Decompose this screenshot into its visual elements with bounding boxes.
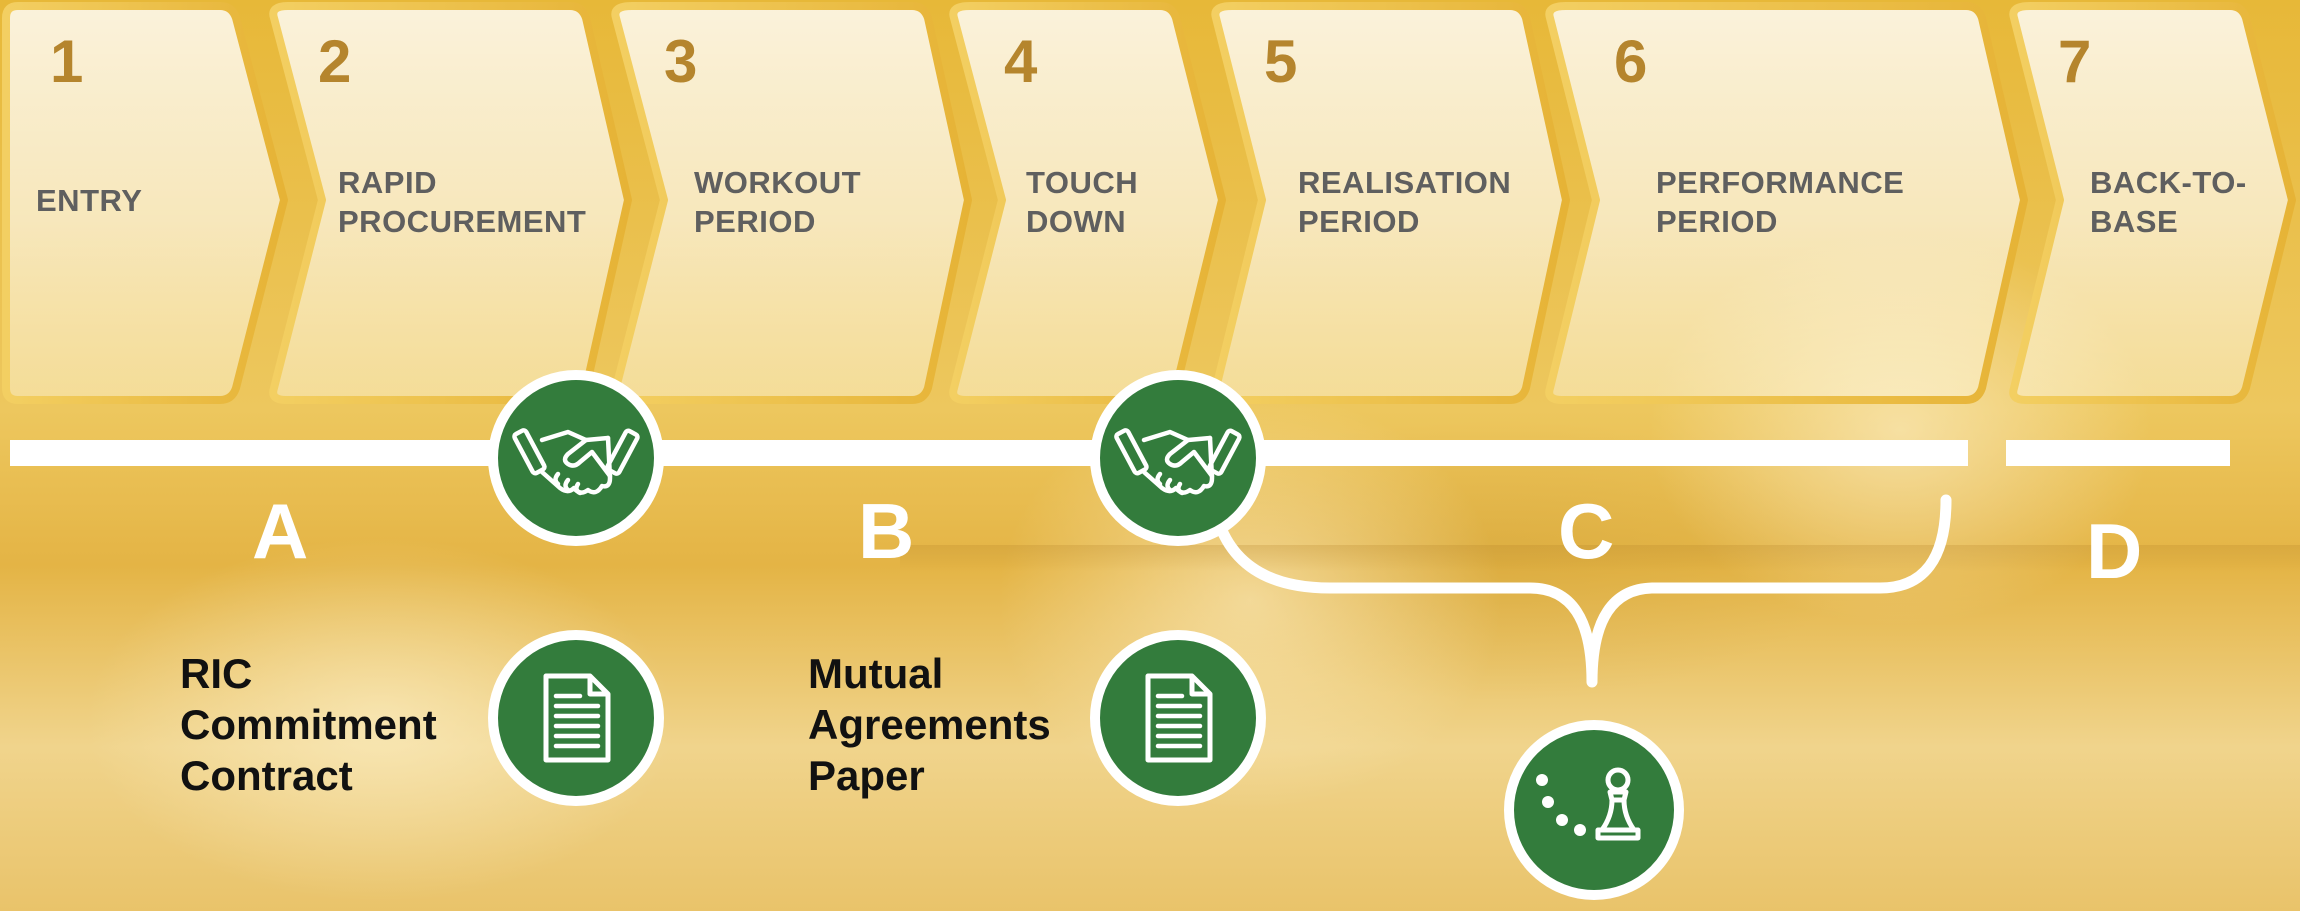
stage-number: 3 <box>664 28 698 95</box>
stage-label: ENTRY <box>36 183 143 218</box>
chevron-3 <box>611 2 972 404</box>
document-label-ric-commitment-contract: RIC Commitment Contract <box>180 650 437 800</box>
stage-6: 6 PERFORMANCE PERIOD <box>1560 6 2000 404</box>
timeline-bar-main <box>10 440 1968 466</box>
stage-label: PERFORMANCE PERIOD <box>1656 165 1905 239</box>
timeline-bar-d <box>2006 440 2230 466</box>
stage-number: 6 <box>1614 28 1648 95</box>
stage-number: 4 <box>1004 28 1038 95</box>
document-icon <box>1090 630 1266 806</box>
stage-5: 5 REALISATION PERIOD <box>1220 6 1560 404</box>
stage-label: WORKOUT PERIOD <box>694 165 862 239</box>
chess-pawn-strategy-icon <box>1504 720 1684 900</box>
handshake-icon <box>1090 370 1266 546</box>
background-horizon <box>900 545 2300 571</box>
chevron-7 <box>2009 2 2296 404</box>
document-label-mutual-agreements-paper: Mutual Agreements Paper <box>808 650 1051 800</box>
phase-letter-d: D <box>2086 507 2143 595</box>
stage-2: 2 RAPID PROCUREMENT <box>280 6 620 404</box>
stage-label: BACK-TO-BASE <box>2090 165 2247 239</box>
stage-1: 1 ENTRY <box>0 6 280 404</box>
stage-label: RAPID PROCUREMENT <box>338 165 587 239</box>
stage-number: 2 <box>318 28 352 95</box>
phase-letter-c: C <box>1558 487 1615 575</box>
phase-c-bracket <box>1212 494 1952 688</box>
stage-number: 7 <box>2058 28 2092 95</box>
stage-number: 5 <box>1264 28 1298 95</box>
stage-label: REALISATION PERIOD <box>1298 165 1512 239</box>
phase-letter-b: B <box>858 487 915 575</box>
stage-3: 3 WORKOUT PERIOD <box>620 6 960 404</box>
stage-4: 4 TOUCH DOWN <box>960 6 1220 404</box>
phase-letter-a: A <box>252 487 309 575</box>
stage-7: 7 BACK-TO-BASE <box>2000 6 2290 404</box>
stage-label: TOUCH DOWN <box>1026 165 1139 239</box>
document-icon <box>488 630 664 806</box>
chevron-5 <box>1211 2 1570 404</box>
chevron-6 <box>1545 2 2028 404</box>
stage-number: 1 <box>50 28 84 95</box>
chevron-1 <box>2 2 288 404</box>
handshake-icon <box>488 370 664 546</box>
